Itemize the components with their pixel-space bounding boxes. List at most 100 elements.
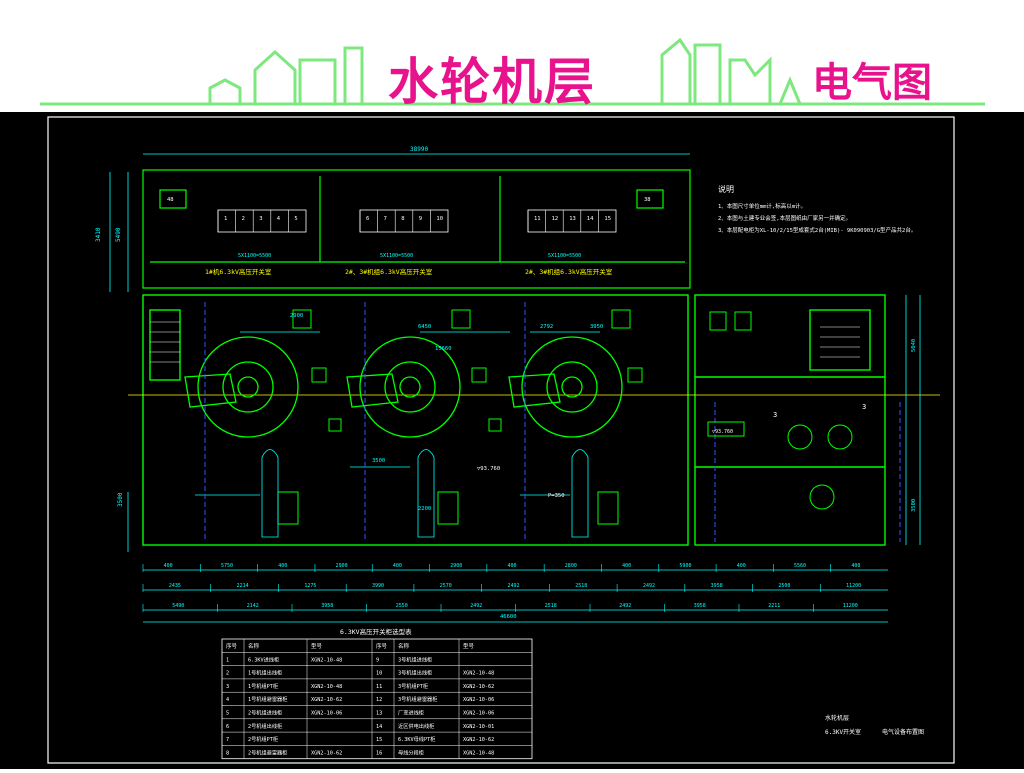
cabinet-number: 13: [569, 216, 576, 222]
left-dim-text-2: 5490: [115, 227, 122, 242]
column: [451, 309, 471, 329]
draft-tube-3: [571, 449, 589, 538]
column: [328, 418, 342, 432]
dim-value: 400: [393, 563, 402, 569]
aux-panel: [707, 421, 745, 437]
table-header-cell: 型号: [463, 642, 475, 650]
pit: [277, 491, 299, 525]
table-cell: 6.3KV母线PT柜: [398, 735, 435, 743]
column: [292, 309, 312, 329]
turbine-3-inner: [546, 361, 598, 413]
cabinet-number: 7: [384, 216, 387, 222]
cabinet-number: 12: [552, 216, 559, 222]
dim-value: 2492: [508, 583, 520, 589]
room-box-left: [159, 189, 187, 209]
cabinet-dim-1: 5X1100=5500: [238, 253, 271, 259]
table-header-cell: 型号: [311, 642, 323, 650]
column: [471, 367, 487, 383]
turbine-1-inlet: [184, 373, 237, 408]
table-cell: XGN2-10-48: [463, 750, 494, 756]
page-title: 水轮机层: [388, 53, 596, 111]
table-cell: XGN2-10-01: [463, 724, 494, 730]
table-cell: 5: [226, 711, 229, 717]
cabinet-number: 3: [259, 216, 262, 222]
dim-3500: 3500: [372, 458, 385, 464]
dim-value: 2800: [565, 563, 577, 569]
table-cell: 3号机组进线柜: [398, 655, 432, 663]
dim-value: 2518: [575, 583, 587, 589]
cabinet-number: 5: [294, 216, 297, 222]
dim-value: 3958: [321, 603, 333, 609]
cabinet-dim-3: 5X1100=5500: [548, 253, 581, 259]
aux-cabinet: [734, 311, 752, 331]
dim-value: 2900: [336, 563, 348, 569]
dim-value: 2492: [619, 603, 631, 609]
table-cell: 3号机组出线柜: [398, 669, 432, 677]
table-cell: 2号机组进线柜: [248, 709, 282, 717]
table-header-cell: 序号: [376, 642, 388, 650]
room-label-3: 2#、3#机组6.3kV高压开关室: [525, 267, 613, 276]
table-cell: XGN2-10-48: [311, 657, 342, 663]
cabinet-number: 2: [242, 216, 245, 222]
dim-value: 11200: [846, 583, 861, 589]
cabinet-dim-2: 5X1100=5500: [380, 253, 413, 259]
table-cell: XGN2-10-06: [463, 697, 494, 703]
notes-item-3: 3、本层配电柜为XL-10/2/15型成套式2台(MIB)- 9K090903/…: [718, 226, 916, 234]
cabinet-number: 8: [401, 216, 404, 222]
notes-heading: 说明: [718, 184, 734, 194]
turbine-1-hub: [237, 376, 259, 398]
table-cell: 1号机组PT柜: [248, 682, 278, 690]
table-cell: 14: [376, 724, 382, 730]
room-box-left-label: 48: [167, 197, 174, 203]
table-cell: 厂变进线柜: [398, 709, 424, 717]
turbine-3-outer: [521, 336, 623, 438]
turbine-3-hub: [561, 376, 583, 398]
column: [627, 367, 643, 383]
aux-transformer-3: [809, 484, 835, 510]
table-header-cell: 序号: [226, 642, 238, 650]
pit: [597, 491, 619, 525]
cabinet-number: 4: [277, 216, 281, 222]
dim-value: 5750: [221, 563, 233, 569]
skyline-house: [253, 49, 297, 104]
cabinet-number: 10: [436, 216, 443, 222]
turbine-2-hub: [399, 376, 421, 398]
notes-item-1: 1、本图尺寸单位mm计,标高以m计。: [718, 202, 806, 210]
table-cell: 母线分段柜: [398, 748, 424, 756]
dim-value: 1275: [304, 583, 316, 589]
aux-transformer-1: [787, 424, 813, 450]
right-dim-text-1: 5040: [911, 339, 917, 352]
dim-value: 400: [164, 563, 173, 569]
table-cell: 7: [226, 737, 229, 743]
skyline-dome: [208, 78, 242, 104]
cabinet-number: 1: [224, 216, 227, 222]
page-subtitle: 电气图: [812, 60, 932, 106]
stair-right: [809, 309, 871, 371]
cabinet-number: 11: [534, 216, 541, 222]
table-cell: 3号机组避雷器柜: [398, 695, 437, 703]
room-label-1: 1#机6.3kV高压开关室: [205, 267, 272, 276]
table-cell: XGN2-10-62: [311, 750, 342, 756]
dim-value: 400: [508, 563, 517, 569]
dim-2792: 2792: [540, 324, 553, 330]
dim-value: 2211: [768, 603, 780, 609]
dim-6450: 6450: [418, 324, 431, 330]
dim-value: 2550: [396, 603, 408, 609]
elevation-label: ▽93.760: [477, 466, 500, 472]
table-cell: 6.3KV进线柜: [248, 655, 279, 663]
turbine-1-inner: [222, 361, 274, 413]
dim-value: 2518: [545, 603, 557, 609]
table-cell: XGN2-10-62: [463, 737, 494, 743]
aux-unit-number-2: 3: [862, 403, 866, 411]
skyline-tower-2: [343, 46, 364, 104]
notes-item-2: 2、本图与土建专业会签,本层图纸由厂家另一并确定。: [718, 214, 851, 222]
table-cell: 1: [226, 657, 229, 663]
table-cell: XGN2-10-48: [311, 684, 342, 690]
table-cell: 1号机组避雷器柜: [248, 695, 287, 703]
dim-value: 2570: [440, 583, 452, 589]
table-cell: 16: [376, 750, 382, 756]
dim-value: 5560: [794, 563, 806, 569]
drawing-frame: [47, 116, 955, 764]
